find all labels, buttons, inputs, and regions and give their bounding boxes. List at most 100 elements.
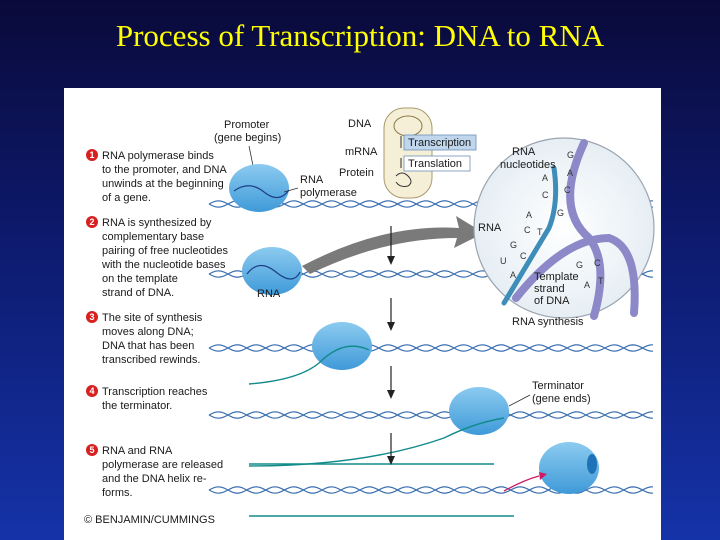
step-badge — [86, 385, 98, 397]
overview-inset: DNA mRNA Protein Transcription Translati… — [339, 107, 477, 199]
step-3: 3 The site of synthesis moves along DNA;… — [86, 311, 203, 366]
step-text-line: of a gene. — [102, 192, 151, 204]
step-text-line: forms. — [102, 487, 133, 499]
copyright-text: © BENJAMIN/CUMMINGS — [84, 514, 215, 526]
step-text-line: RNA polymerase binds — [102, 150, 214, 162]
step-text-line: unwinds at the beginning — [102, 178, 224, 190]
inset-translation-label: Translation — [408, 158, 462, 170]
step-badge — [86, 311, 98, 323]
inset-protein-label: Protein — [339, 167, 374, 179]
transcription-diagram: 1 RNA polymerase binds to the promoter, … — [84, 107, 655, 526]
step-text-line: Transcription reaches — [102, 386, 208, 398]
zoom-circle-outline — [473, 137, 655, 319]
step-text-line: polymerase are released — [102, 459, 223, 471]
step-number: 2 — [89, 217, 94, 227]
step-text-line: transcribed rewinds. — [102, 354, 200, 366]
step-text-line: to the promoter, and DNA — [102, 164, 227, 176]
dna-helix-4 — [208, 411, 654, 419]
terminator-label: Terminator — [532, 380, 584, 392]
release-arrow — [503, 475, 540, 492]
base-letter: G — [567, 150, 574, 160]
step-text-line: The site of synthesis — [102, 312, 203, 324]
step-text-line: the terminator. — [102, 400, 172, 412]
base-letter: G — [510, 240, 517, 250]
step-badge — [86, 149, 98, 161]
rna-synthesis-caption: RNA synthesis — [512, 316, 584, 328]
base-letter: C — [542, 190, 549, 200]
dna-helix-3 — [208, 344, 654, 352]
translation-box — [403, 155, 471, 172]
template-strand-label-3: of DNA — [534, 295, 570, 307]
rna-label: RNA — [257, 288, 281, 300]
rna-polymerase-4 — [449, 387, 509, 435]
rna-strand-3 — [248, 345, 370, 385]
rna-polymerase-label-sub: polymerase — [300, 187, 357, 199]
release-arrow-head — [539, 472, 547, 480]
step-text-line: RNA and RNA — [102, 445, 173, 457]
step-text-line: moves along DNA; — [102, 326, 194, 338]
zoom-rna-label: RNA — [478, 222, 502, 234]
rna-strand-zoom — [501, 165, 559, 306]
coding-strand — [512, 233, 639, 317]
template-strand-label: Template — [534, 271, 579, 283]
step-5: 5 RNA and RNA polymerase are released an… — [86, 444, 223, 499]
step-text-line: pairing of free nucleotides — [102, 245, 228, 257]
inset-transcription-label: Transcription — [408, 137, 471, 149]
step-number: 4 — [89, 386, 94, 396]
down-arrow-head — [387, 256, 395, 265]
base-letter: C — [520, 251, 527, 261]
base-letter: T — [537, 227, 543, 237]
zoom-arrow — [302, 216, 484, 274]
base-letter: A — [510, 270, 516, 280]
base-letter: G — [576, 260, 583, 270]
template-strand-label-2: strand — [534, 283, 565, 295]
nucleotides-label-sub: nucleotides — [500, 159, 556, 171]
rna-strand-2 — [246, 264, 301, 280]
step-number: 5 — [89, 445, 94, 455]
polymerase-pointer — [283, 187, 299, 193]
step-number: 3 — [89, 312, 94, 322]
protein-icon — [395, 172, 412, 187]
step-text-line: strand of DNA. — [102, 287, 174, 299]
step-4: 4 Transcription reaches the terminator. — [86, 385, 208, 412]
terminator-label-sub: (gene ends) — [532, 393, 591, 405]
inset-mrna-label: mRNA — [345, 146, 378, 158]
released-polymerase — [539, 442, 599, 494]
transcription-figure: 1 RNA polymerase binds to the promoter, … — [64, 88, 661, 540]
base-letter: A — [584, 280, 590, 290]
step-text-line: on the template — [102, 273, 178, 285]
base-letter: U — [500, 256, 507, 266]
inset-dna-label: DNA — [348, 118, 372, 130]
rna-polymerase-2 — [242, 247, 302, 295]
promoter-label-sub: (gene begins) — [214, 132, 281, 144]
cell-outline — [383, 107, 433, 199]
step-2: 2 RNA is synthesized by complementary ba… — [86, 216, 228, 299]
step-1: 1 RNA polymerase binds to the promoter, … — [86, 149, 227, 204]
step-text-line: complementary base — [102, 231, 204, 243]
base-letter: G — [557, 208, 564, 218]
step-text-line: and the DNA helix re- — [102, 473, 207, 485]
base-letter: A — [567, 168, 573, 178]
down-arrow-head — [387, 322, 395, 331]
step-number: 1 — [89, 150, 94, 160]
rna-polymerase-3 — [312, 322, 372, 370]
zoom-circle: G A C A C G T A C G U C A G C T A RNA nu… — [473, 137, 655, 320]
step-text-line: RNA is synthesized by — [102, 217, 212, 229]
base-letter: T — [598, 276, 604, 286]
unwound-dna — [233, 185, 290, 199]
down-arrow-head — [387, 456, 395, 465]
promoter-label: Promoter — [224, 119, 270, 131]
base-letter: C — [594, 258, 601, 268]
base-letter: C — [564, 185, 571, 195]
nucleotide-bases: G A C A C G T A C G U C A G C T A — [500, 150, 604, 290]
step-text-line: with the nucleotide bases — [101, 259, 226, 271]
step-text-line: DNA that has been — [102, 340, 194, 352]
transcription-box — [403, 134, 477, 151]
polymerase-active-site — [587, 454, 597, 474]
down-arrow-head — [387, 390, 395, 399]
base-letter: A — [542, 173, 548, 183]
terminator-pointer — [508, 394, 531, 407]
step-badge — [86, 444, 98, 456]
nucleotides-label: RNA — [512, 146, 536, 158]
rna-polymerase-label: RNA — [300, 174, 324, 186]
